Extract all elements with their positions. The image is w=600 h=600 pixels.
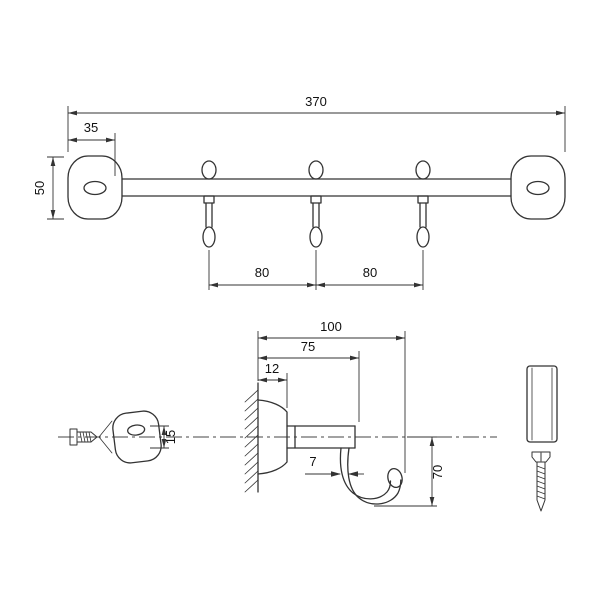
dim-label-spacing-a: 80	[255, 265, 269, 280]
wall-hatching	[244, 389, 259, 493]
mounting-parts	[69, 365, 558, 512]
dim-label-wire-diameter: 7	[309, 454, 316, 469]
hook-front-2	[308, 160, 324, 248]
rail-front-view	[67, 155, 566, 248]
left-end-plate	[67, 155, 123, 220]
hook-ball-tip	[387, 467, 403, 489]
dim-label-end-offset: 35	[84, 120, 98, 135]
hook-wire-outer	[347, 447, 402, 505]
left-plate-slot	[83, 180, 107, 196]
dim-label-arm-length: 75	[301, 339, 315, 354]
front-view-dimensions: 370 35 50 80 80	[32, 94, 566, 290]
dim-label-spacing-b: 80	[363, 265, 377, 280]
rail-profile-icon	[526, 365, 558, 443]
dim-label-plate-height: 50	[32, 181, 47, 195]
wall-plate-side-profile	[257, 399, 288, 475]
dim-arrow	[331, 471, 341, 477]
hook-front-3	[415, 160, 431, 248]
hook-side-view	[244, 382, 403, 505]
right-end-plate	[510, 155, 566, 220]
right-plate-slot	[526, 180, 550, 196]
dim-label-total-depth: 100	[320, 319, 342, 334]
screw-icon-side	[69, 428, 98, 446]
dim-arrow	[348, 471, 358, 477]
plate-slot-hole	[127, 424, 146, 436]
wall-plate-face-icon	[112, 410, 162, 464]
hook-front-1	[201, 160, 217, 248]
assembly-guide-lines	[98, 420, 113, 454]
side-view-dimensions: 100 75 12 70 7 15	[150, 319, 445, 507]
dim-label-plate-offset: 12	[265, 361, 279, 376]
hook-wire-inner	[339, 447, 392, 500]
dim-label-hook-drop: 70	[430, 465, 445, 479]
screw-icon-front	[531, 451, 551, 512]
dim-label-total-width: 370	[305, 94, 327, 109]
dim-label-slot-height: 15	[163, 430, 178, 444]
